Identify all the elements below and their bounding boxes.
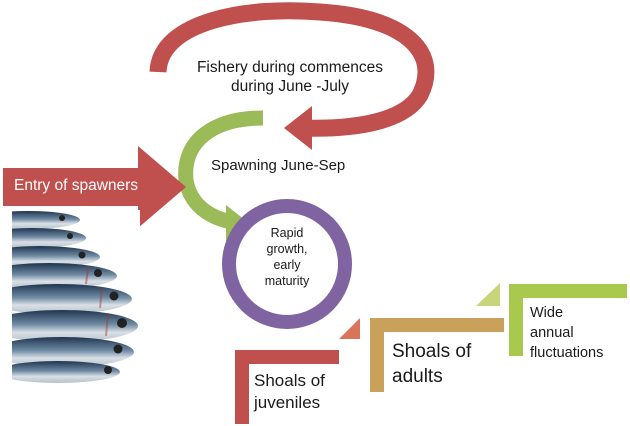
fishery-label-line1: Fishery during commences xyxy=(196,59,384,76)
step-adults-shape xyxy=(370,283,504,392)
fluctuations-label-line2: annual xyxy=(530,325,574,341)
juveniles-label: Shoals of juveniles xyxy=(254,370,325,414)
adults-label: Shoals of adults xyxy=(392,339,471,389)
growth-ring xyxy=(222,199,352,329)
fishery-label-line2: during June -July xyxy=(230,78,350,95)
entry-arrow-label: Entry of spawners xyxy=(14,177,139,194)
sardine-fish-photo xyxy=(0,210,140,383)
fluctuations-label: Wide annual fluctuations xyxy=(530,303,603,363)
adults-label-line2: adults xyxy=(392,366,443,387)
step-fluctuations-shape xyxy=(509,284,627,356)
fishery-curved-arrow xyxy=(149,2,435,150)
growth-label-line1: Rapid xyxy=(270,226,304,240)
growth-label: Rapid growth, early maturity xyxy=(250,225,324,289)
step-juveniles-shape xyxy=(235,318,360,424)
entry-block-arrow xyxy=(3,146,186,228)
growth-label-line4: maturity xyxy=(264,274,310,288)
growth-label-line2: growth, xyxy=(266,242,308,256)
fishery-label: Fishery during commences during June -Ju… xyxy=(170,58,410,96)
growth-label-line3: early xyxy=(273,258,301,272)
fluctuations-label-line1: Wide xyxy=(530,305,564,321)
juveniles-label-line2: juveniles xyxy=(254,393,321,412)
adults-label-line1: Shoals of xyxy=(392,341,472,362)
spawning-label: Spawning June-Sep xyxy=(211,157,346,174)
fluctuations-label-line3: fluctuations xyxy=(530,345,604,361)
juveniles-label-line1: Shoals of xyxy=(254,371,325,390)
